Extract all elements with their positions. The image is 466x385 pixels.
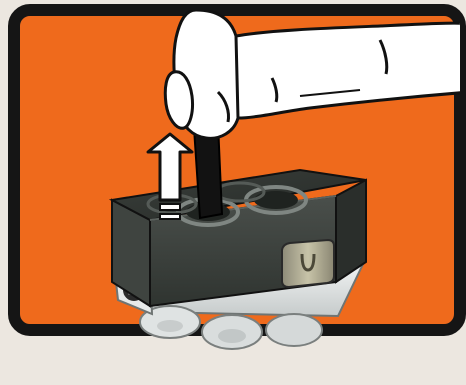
battery-window — [282, 240, 334, 287]
